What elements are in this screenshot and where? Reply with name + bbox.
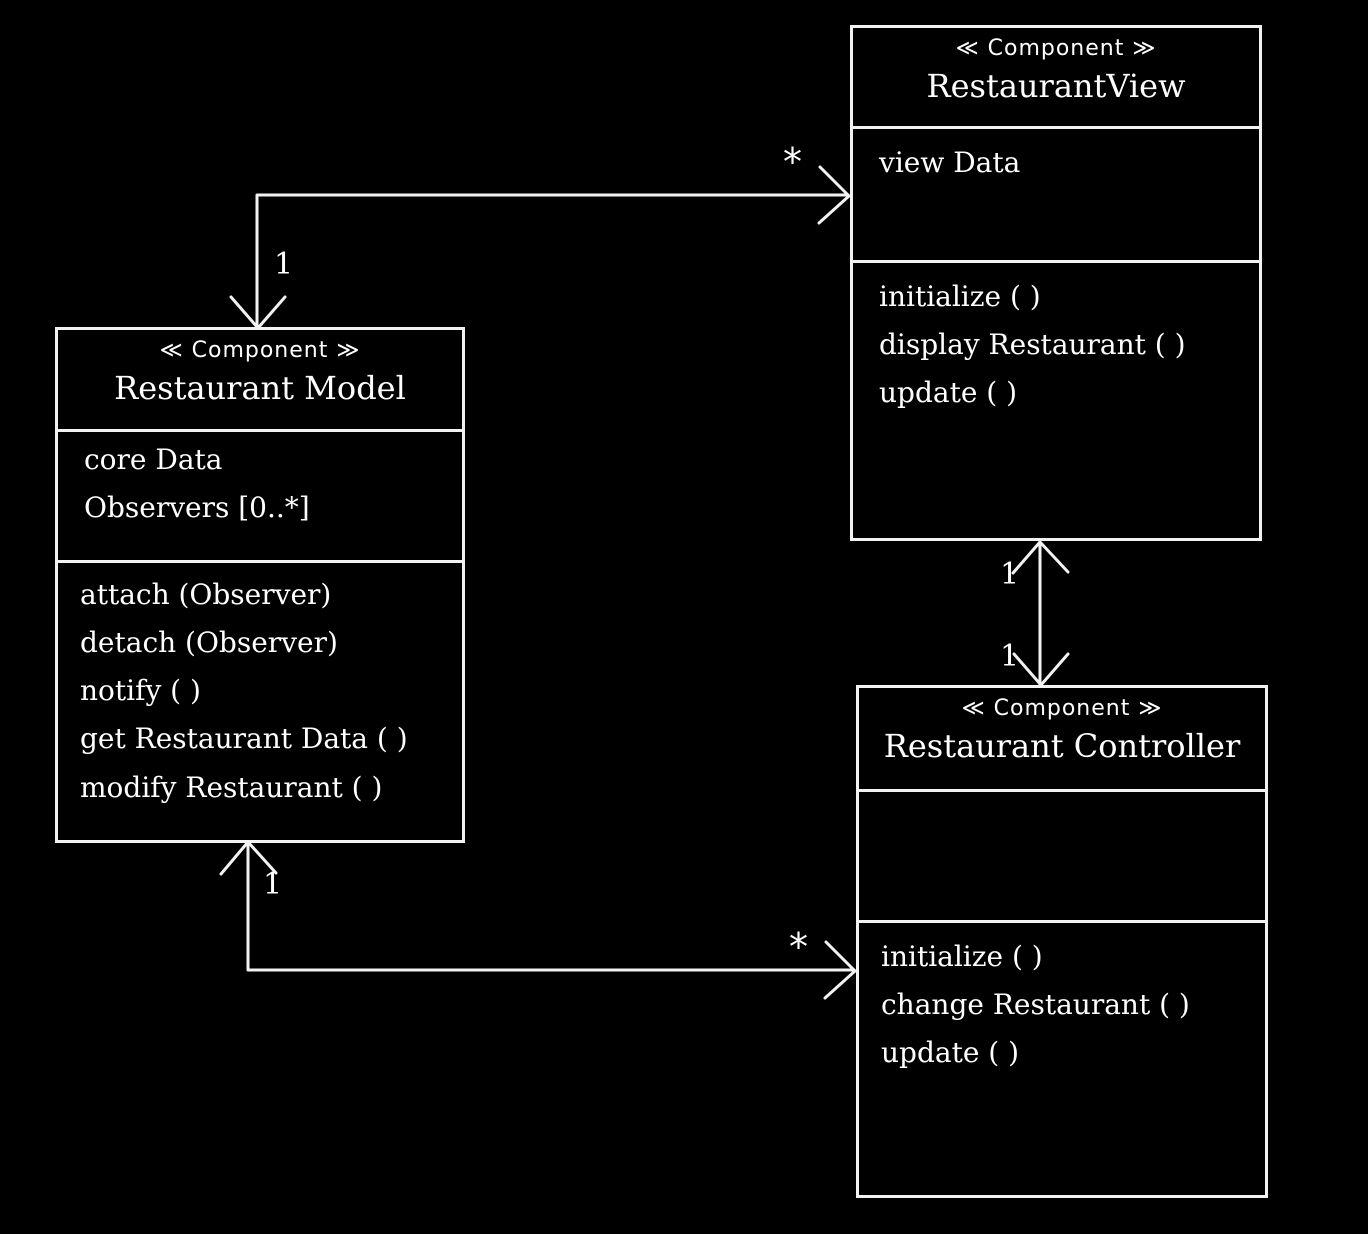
view-methods-compartment: initialize ( ) display Restaurant ( ) up… [853,260,1259,538]
view-attribute-list: view Data [853,129,1259,187]
controller-method-list: initialize ( ) change Restaurant ( ) upd… [859,923,1265,1077]
model-attribute-list: core Data Observers [0..*] [58,432,462,532]
model-attribute-item: Observers [0..*] [84,491,310,525]
component-restaurant-model[interactable]: ≪ Component ≫ Restaurant Model core Data… [55,327,465,843]
controller-stereotype: ≪ Component ≫ [961,696,1163,721]
controller-method-item: update ( ) [881,1036,1020,1070]
model-method-item: notify ( ) [80,674,201,708]
multiplicity-model-view-to: * [783,140,802,184]
component-restaurant-controller[interactable]: ≪ Component ≫ Restaurant Controller init… [856,685,1268,1198]
multiplicity-model-controller-to: * [789,925,808,969]
model-attribute-item: core Data [84,443,223,476]
component-restaurant-view[interactable]: ≪ Component ≫ RestaurantView view Data i… [850,25,1262,541]
connector-model-controller [219,840,857,1000]
multiplicity-view-controller-to: 1 [1000,639,1020,674]
model-stereotype: ≪ Component ≫ [159,338,361,363]
view-component-name: RestaurantView [926,67,1186,105]
model-method-item: attach (Observer) [80,578,332,611]
model-header-compartment: ≪ Component ≫ Restaurant Model [58,330,462,429]
model-attributes-compartment: core Data Observers [0..*] [58,429,462,560]
multiplicity-model-view-from: 1 [274,247,294,282]
view-attributes-compartment: view Data [853,126,1259,260]
view-method-item: initialize ( ) [879,280,1041,313]
model-method-item: modify Restaurant ( ) [80,770,383,804]
multiplicity-model-controller-from: 1 [263,867,283,902]
controller-attribute-list [859,792,1265,802]
controller-method-item: initialize ( ) [881,940,1043,973]
controller-header-compartment: ≪ Component ≫ Restaurant Controller [859,688,1265,789]
model-method-list: attach (Observer) detach (Observer) noti… [58,563,462,812]
view-header-compartment: ≪ Component ≫ RestaurantView [853,28,1259,126]
model-component-name: Restaurant Model [114,369,406,407]
view-stereotype: ≪ Component ≫ [955,36,1157,61]
model-methods-compartment: attach (Observer) detach (Observer) noti… [58,560,462,840]
view-attribute-item: view Data [879,146,1021,179]
multiplicity-view-controller-from: 1 [1000,557,1020,592]
controller-methods-compartment: initialize ( ) change Restaurant ( ) upd… [859,920,1265,1195]
view-method-item: update ( ) [879,376,1018,410]
controller-component-name: Restaurant Controller [883,727,1241,765]
connector-view-controller [1011,540,1070,687]
model-method-item: get Restaurant Data ( ) [80,722,408,756]
view-method-list: initialize ( ) display Restaurant ( ) up… [853,263,1259,417]
connector-model-view [229,165,851,330]
controller-attributes-compartment [859,789,1265,920]
view-method-item: display Restaurant ( ) [879,328,1186,362]
controller-method-item: change Restaurant ( ) [881,988,1190,1022]
model-method-item: detach (Observer) [80,626,338,660]
